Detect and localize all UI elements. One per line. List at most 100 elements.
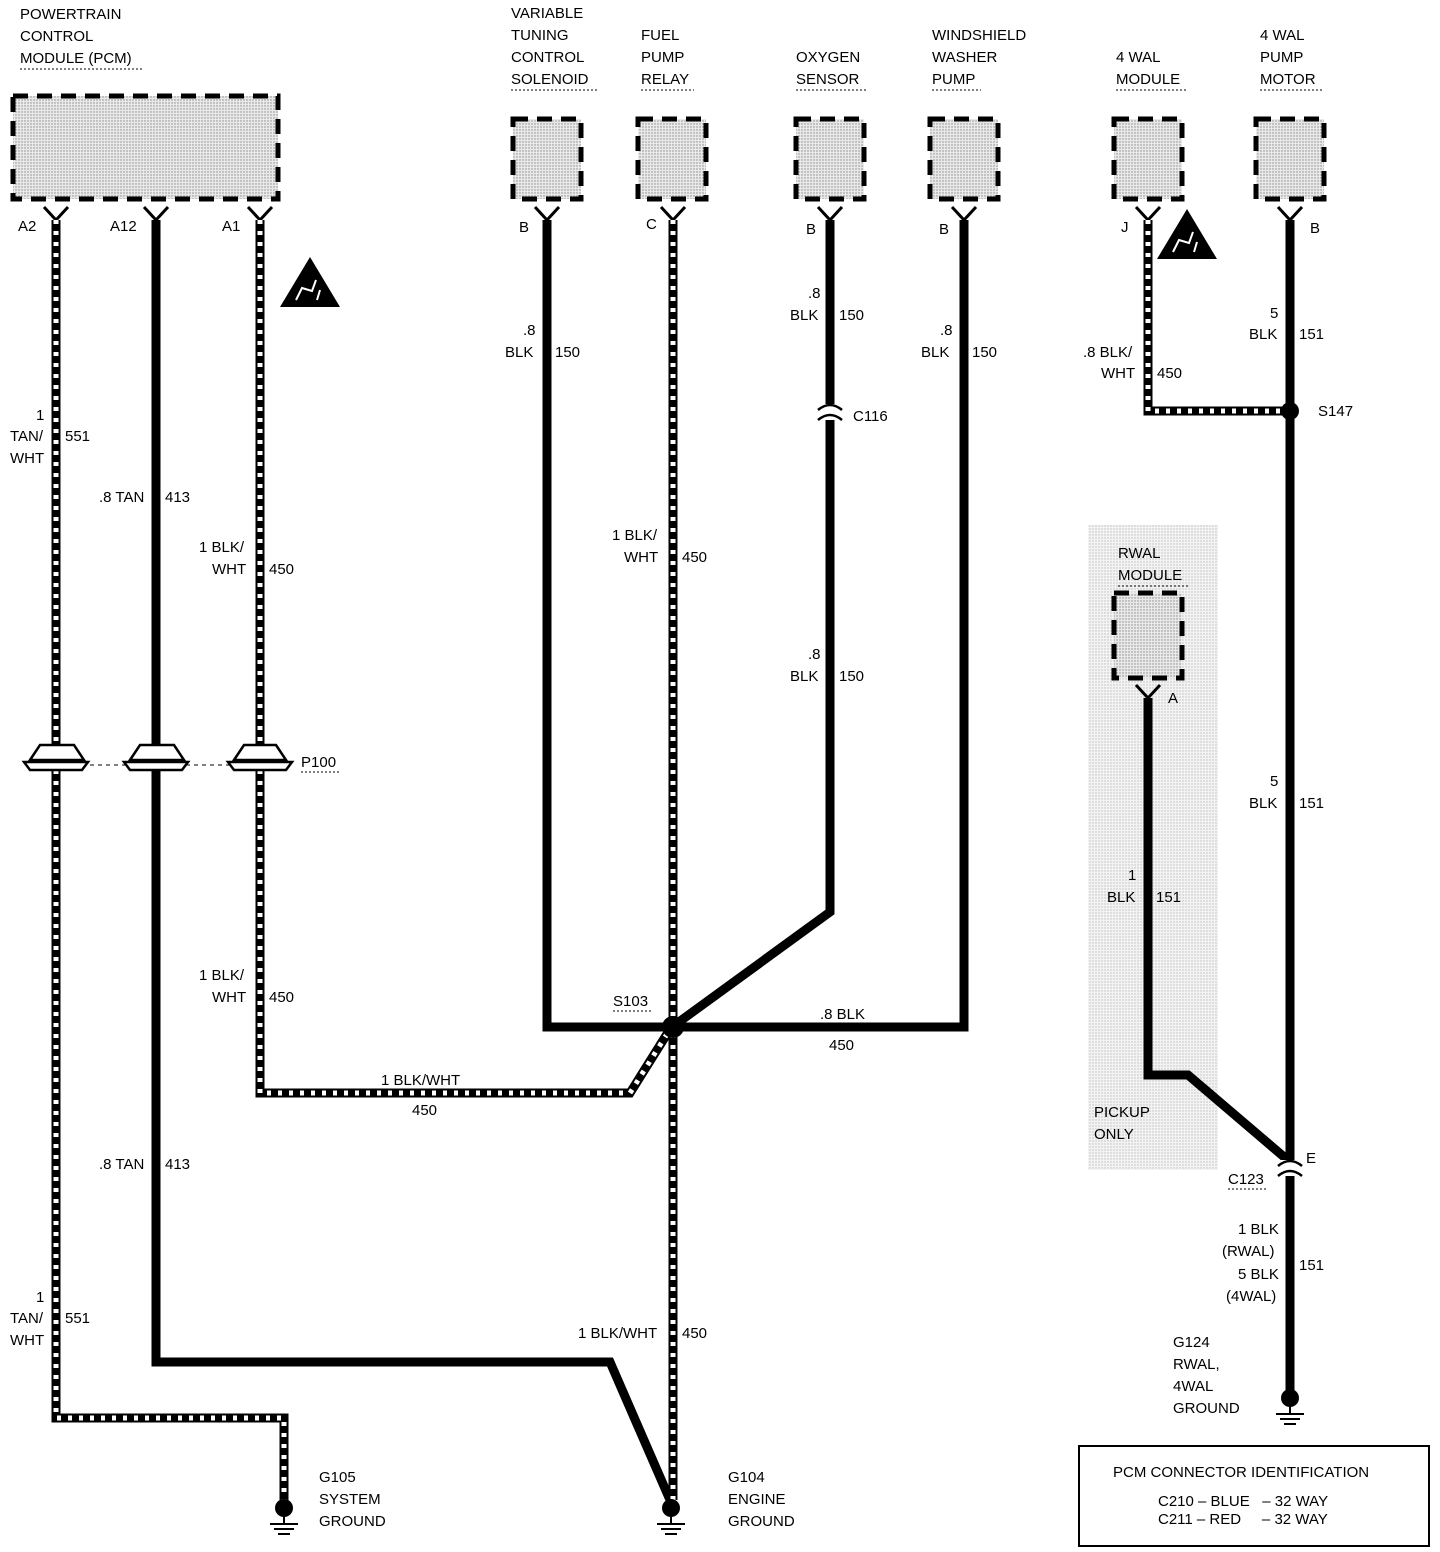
wire-label-151-4wal-pump-top: 5 BLK 151 — [1249, 305, 1324, 343]
svg-text:MODULE: MODULE — [1118, 567, 1182, 584]
svg-text:BLK: BLK — [1107, 889, 1135, 906]
wire-label-151-4wal-pump-middle: 5 BLK 151 — [1249, 773, 1324, 812]
svg-text:151: 151 — [1299, 795, 1324, 812]
ground-label-g104: G104 ENGINE GROUND — [728, 1469, 795, 1530]
svg-text:151: 151 — [1299, 1257, 1324, 1274]
pin-label-4wal-pump: B — [1310, 220, 1320, 237]
oxygen-sensor-box — [793, 116, 867, 202]
ground-g105 — [270, 1499, 298, 1535]
wire-label-413-bottom: .8 TAN 413 — [99, 1156, 190, 1173]
pickup-only-note: PICKUP ONLY — [1094, 1104, 1150, 1143]
svg-text:CONTROL: CONTROL — [20, 28, 93, 45]
svg-text:PICKUP: PICKUP — [1094, 1104, 1150, 1121]
pin-label-c123: E — [1306, 1150, 1316, 1167]
svg-text:TAN/: TAN/ — [10, 1310, 44, 1327]
svg-text:MODULE (PCM): MODULE (PCM) — [20, 50, 132, 67]
wire-450-a1 — [255, 220, 676, 1098]
splice-label-s147: S147 — [1318, 403, 1353, 420]
svg-text:.8: .8 — [808, 646, 821, 663]
svg-text:WHT: WHT — [1101, 365, 1135, 382]
svg-text:ONLY: ONLY — [1094, 1126, 1134, 1143]
svg-text:150: 150 — [839, 307, 864, 324]
svg-text:WHT: WHT — [212, 989, 246, 1006]
svg-text:FUEL: FUEL — [641, 27, 679, 44]
svg-text:551: 551 — [65, 1310, 90, 1327]
wire-label-150-oxygen-top: .8 BLK 150 — [790, 285, 864, 324]
svg-text:1: 1 — [36, 407, 44, 424]
splice-s103 — [662, 1016, 684, 1038]
svg-text:BLK: BLK — [790, 668, 818, 685]
pin-label-a12: A12 — [110, 218, 137, 235]
svg-text:150: 150 — [555, 344, 580, 361]
svg-text:4 WAL: 4 WAL — [1116, 49, 1160, 66]
svg-text:RWAL: RWAL — [1118, 545, 1161, 562]
4wal-pump-motor-label: 4 WAL PUMP MOTOR — [1260, 27, 1323, 91]
pin-label-fpr: C — [646, 216, 657, 233]
svg-text:450: 450 — [829, 1037, 854, 1054]
svg-text:1 BLK/WHT: 1 BLK/WHT — [578, 1325, 657, 1342]
svg-text:BLK: BLK — [790, 307, 818, 324]
wire-label-551-bottom: 1 TAN/ WHT 551 — [10, 1289, 90, 1349]
oxygen-sensor-label: OXYGEN SENSOR — [796, 49, 867, 91]
svg-text:.8: .8 — [523, 322, 536, 339]
svg-text:BLK: BLK — [1249, 795, 1277, 812]
wire-label-450-fuel-pump-relay: 1 BLK/ WHT 450 — [612, 527, 707, 566]
wire-150-windshield-washer-pump — [672, 220, 969, 1032]
wire-551-a2 — [51, 220, 289, 1500]
rwal-module-label: RWAL MODULE — [1118, 545, 1190, 587]
svg-text:4WAL: 4WAL — [1173, 1378, 1213, 1395]
pcm-connector-identification-legend: PCM CONNECTOR IDENTIFICATION C210 – BLUE… — [1078, 1445, 1430, 1547]
wire-151-rwal — [1143, 698, 1293, 1166]
svg-text:4 WAL: 4 WAL — [1260, 27, 1304, 44]
pcm-label: POWERTRAIN CONTROL MODULE (PCM) — [20, 6, 142, 70]
svg-text:OXYGEN: OXYGEN — [796, 49, 860, 66]
svg-text:551: 551 — [65, 428, 90, 445]
svg-text:POWERTRAIN: POWERTRAIN — [20, 6, 121, 23]
wire-label-450-4wal-module: .8 BLK/ WHT 450 — [1083, 344, 1182, 382]
rwal-module-box — [1111, 590, 1185, 681]
wire-label-551-top: 1 TAN/ WHT 551 — [10, 407, 90, 467]
svg-text:1 BLK/: 1 BLK/ — [199, 967, 245, 984]
svg-text:450: 450 — [269, 989, 294, 1006]
svg-text:TAN/: TAN/ — [10, 428, 44, 445]
pin-label-a1: A1 — [222, 218, 240, 235]
pin-label-vtcs: B — [519, 219, 529, 236]
svg-text:.8 TAN: .8 TAN — [99, 489, 144, 506]
4wal-module-box — [1111, 116, 1185, 202]
svg-text:TUNING: TUNING — [511, 27, 569, 44]
ground-label-g105: G105 SYSTEM GROUND — [319, 1469, 386, 1530]
wire-label-151-rwal: 1 BLK 151 — [1107, 867, 1181, 906]
svg-text:ENGINE: ENGINE — [728, 1491, 786, 1508]
4wal-module-label: 4 WAL MODULE — [1116, 49, 1187, 91]
svg-text:413: 413 — [165, 1156, 190, 1173]
svg-text:5: 5 — [1270, 773, 1278, 790]
svg-text:RELAY: RELAY — [641, 71, 689, 88]
svg-text:5: 5 — [1270, 305, 1278, 322]
connector-c116 — [817, 403, 843, 421]
wire-label-151-g124: 1 BLK (RWAL) 5 BLK (4WAL) 151 — [1222, 1221, 1324, 1305]
pin-label-rwal: A — [1168, 690, 1178, 707]
svg-text:1: 1 — [36, 1289, 44, 1306]
svg-text:150: 150 — [839, 668, 864, 685]
legend-row: C211 – RED – 32 WAY — [1158, 1511, 1328, 1528]
pin-label-o2: B — [806, 221, 816, 238]
svg-text:1 BLK: 1 BLK — [1238, 1221, 1279, 1238]
ground-g104 — [657, 1499, 685, 1535]
svg-text:WINDSHIELD: WINDSHIELD — [932, 27, 1026, 44]
svg-text:MOTOR: MOTOR — [1260, 71, 1316, 88]
fuel-pump-relay-box — [635, 116, 709, 202]
svg-text:G105: G105 — [319, 1469, 356, 1486]
svg-text:.8 TAN: .8 TAN — [99, 1156, 144, 1173]
ground-label-g124: G124 RWAL, 4WAL GROUND — [1173, 1334, 1240, 1417]
wire-label-450-a1-horizontal: 1 BLK/WHT 450 — [381, 1072, 460, 1119]
svg-text:CONTROL: CONTROL — [511, 49, 584, 66]
svg-text:150: 150 — [972, 344, 997, 361]
svg-text:151: 151 — [1299, 326, 1324, 343]
svg-text:5 BLK: 5 BLK — [1238, 1266, 1279, 1283]
svg-text:GROUND: GROUND — [319, 1513, 386, 1530]
wire-label-413-top: .8 TAN 413 — [99, 489, 190, 506]
connector-label-c123: C123 — [1228, 1171, 1264, 1188]
svg-text:G104: G104 — [728, 1469, 765, 1486]
svg-text:BLK: BLK — [505, 344, 533, 361]
splice-s147 — [1281, 402, 1299, 420]
